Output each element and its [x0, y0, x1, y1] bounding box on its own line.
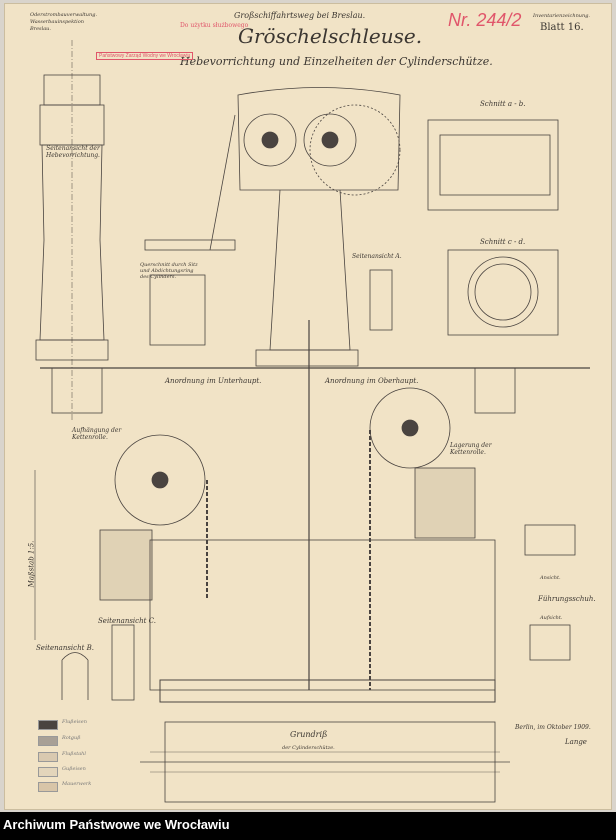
service-stamp: Do użytku służbowego — [180, 22, 249, 29]
archive-footer: Archiwum Państwowe we Wrocławiu — [0, 812, 616, 840]
label-suspension: Aufhängung der Kettenrolle. — [72, 427, 122, 441]
label-bearing: Lagerung der Kettenrolle. — [450, 442, 492, 456]
legend-label: Rotguß — [62, 735, 81, 741]
drawing-subtitle: Hebevorrichtung und Einzelheiten der Cyl… — [180, 55, 493, 68]
drawing-title: Gröschelschleuse. — [238, 24, 423, 48]
authority-text: Oderstrombauverwaltung. Wasserbauinspekt… — [30, 12, 98, 32]
label-side-view-c: Seitenansicht C. — [98, 617, 156, 625]
lift-column-side-view — [35, 40, 109, 420]
label-plan-sub: der Cylinderschütze. — [282, 745, 335, 751]
label-guide-shoe: Führungsschuh. — [538, 595, 596, 603]
label-front-view: Ansicht. — [540, 575, 561, 581]
legend-label: Flußstahl — [62, 751, 87, 757]
legend-swatch — [38, 782, 58, 792]
side-view-a-drawing — [369, 269, 393, 331]
label-arrangement-upper: Anordnung im Oberhaupt. — [325, 377, 419, 385]
legend-swatch — [38, 767, 58, 777]
drawing-type: Inventarienzeichnung. — [533, 13, 591, 19]
side-view-c-drawing — [111, 624, 135, 701]
pulley-lower — [114, 434, 206, 526]
legend-swatch — [38, 736, 58, 746]
legend-label: Mauerwerk — [62, 781, 92, 787]
label-section-ab: Schnitt a - b. — [480, 100, 526, 108]
archive-name: Archiwum Państwowe we Wrocławiu — [3, 817, 230, 832]
label-section-cd: Schnitt c - d. — [480, 238, 526, 246]
cross-section-drawing — [149, 274, 206, 346]
label-side-view-lift: Seitenansicht der Hebevorrichtung. — [46, 145, 100, 159]
label-scale: Maßstab 1:5. — [27, 540, 36, 588]
archive-number: Nr. 244/2 — [448, 10, 522, 30]
pulley-upper — [369, 387, 451, 469]
date-line: Berlin, im Oktober 1909. — [515, 724, 591, 731]
sheet-number: Blatt 16. — [540, 22, 584, 33]
project-name: Großschiffahrtsweg bei Breslau. — [234, 11, 366, 20]
technical-drawing — [34, 40, 590, 803]
label-plan: Grundriß — [290, 730, 328, 739]
label-side-view-a: Seitenansicht A. — [352, 253, 402, 260]
gearbox — [144, 87, 401, 367]
legend-swatch — [38, 752, 58, 762]
stamp: Państwowy Zarząd Wodny we Wrocławiu — [96, 52, 194, 60]
label-arrangement-lower: Anordnung im Unterhaupt. — [165, 377, 262, 385]
guide-shoe-drawing — [524, 524, 576, 556]
legend-swatch — [38, 720, 58, 730]
section-cd-drawing — [447, 249, 559, 336]
side-view-b-drawing — [61, 652, 89, 700]
section-ab-drawing — [427, 119, 559, 211]
legend-label: Gußeisen — [62, 766, 86, 772]
label-side-view-b: Seitenansicht B. — [36, 644, 94, 652]
legend-label: Flußeisen — [62, 719, 87, 725]
label-cross-section: Querschnitt durch Sitz und Abdichtungsri… — [140, 262, 198, 280]
label-top-view: Aufsicht. — [540, 615, 563, 621]
signature: Lange — [565, 738, 587, 746]
cylinder-gate — [149, 539, 496, 691]
drawing-sheet — [4, 3, 612, 810]
